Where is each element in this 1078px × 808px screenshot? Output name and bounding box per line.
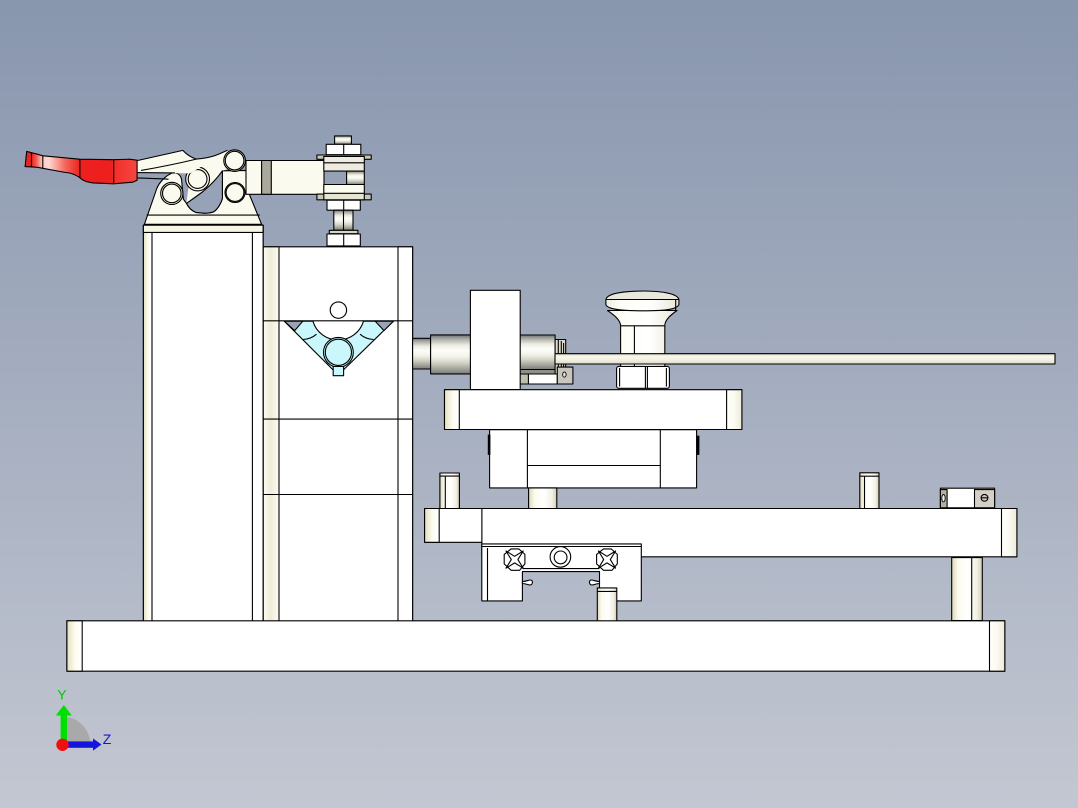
svg-text:Y: Y	[57, 686, 67, 702]
svg-text:Z: Z	[103, 731, 112, 747]
